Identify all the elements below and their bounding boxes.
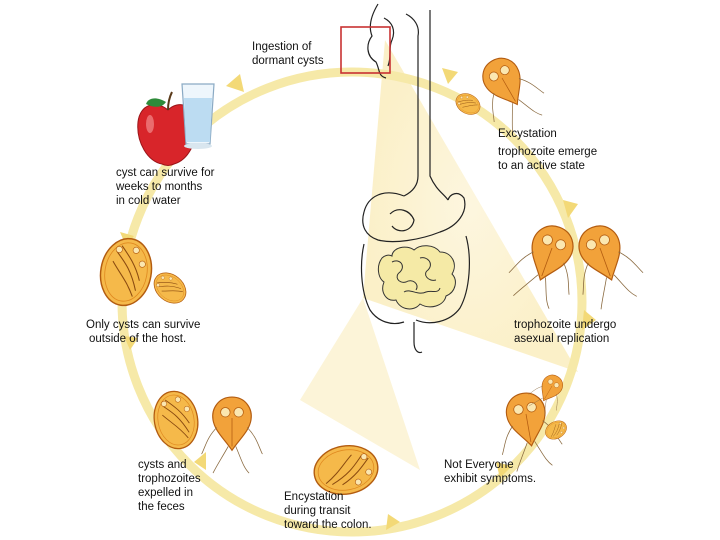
label-line: cyst can survive for xyxy=(116,167,215,179)
cyst-icon xyxy=(149,387,203,453)
label-title: Encystation xyxy=(284,491,344,503)
label-only-cysts: Only cysts can survive outside of the ho… xyxy=(86,318,200,346)
label-line: toward the colon. xyxy=(284,519,372,531)
small-intestine-icon xyxy=(377,245,456,310)
label-excystation: Excystation trophozoite emerge to an act… xyxy=(498,127,597,173)
arrow-icon xyxy=(226,74,244,92)
cyst-icon xyxy=(147,266,193,310)
label-line: trophozoites xyxy=(138,473,201,485)
label-ingestion: Ingestion of dormant cysts xyxy=(252,40,324,68)
label-line: dormant cysts xyxy=(252,55,324,67)
label-line: Ingestion of xyxy=(252,41,312,53)
label-title: Excystation xyxy=(498,128,557,140)
label-line: in cold water xyxy=(116,195,181,207)
arrow-icon xyxy=(386,514,400,530)
arrow-icon xyxy=(194,452,206,470)
label-line: Only cysts can survive xyxy=(86,319,201,331)
label-line: trophozoite emerge xyxy=(498,146,598,158)
label-line: Not Everyone xyxy=(444,459,514,471)
arrow-icon xyxy=(496,462,512,478)
label-line: cysts and xyxy=(138,459,187,471)
label-expelled: cysts and trophozoites expelled in the f… xyxy=(138,458,201,514)
arrow-icon xyxy=(563,200,578,218)
label-line: to an active state xyxy=(498,160,585,172)
label-symptoms: Not Everyone exhibit symptoms. xyxy=(444,458,536,486)
cycle-arrows xyxy=(120,68,596,530)
label-line: weeks to months xyxy=(116,181,203,193)
trophozoite-icon xyxy=(201,396,263,474)
label-encystation: Encystation during transit toward the co… xyxy=(284,490,372,532)
focus-wedge-lower xyxy=(300,298,420,470)
label-line: asexual replication xyxy=(514,333,610,345)
arrow-icon xyxy=(442,68,458,84)
mouth-highlight-box xyxy=(340,26,391,74)
label-line: during transit xyxy=(284,505,351,517)
label-line: trophozoite undergo xyxy=(514,319,617,331)
label-cyst-survive: cyst can survive for weeks to months in … xyxy=(116,166,214,208)
trophozoite-icon xyxy=(466,45,554,139)
label-replication: trophozoite undergo asexual replication xyxy=(514,318,616,346)
label-line: exhibit symptoms. xyxy=(444,473,537,485)
label-line: expelled in xyxy=(138,487,193,499)
label-line: the feces xyxy=(138,501,185,513)
water-glass-icon xyxy=(181,83,215,149)
cyst-icon xyxy=(94,233,158,311)
arrow-icon xyxy=(582,310,596,330)
arrow-icon xyxy=(124,336,138,350)
label-line: outside of the host. xyxy=(89,333,187,345)
